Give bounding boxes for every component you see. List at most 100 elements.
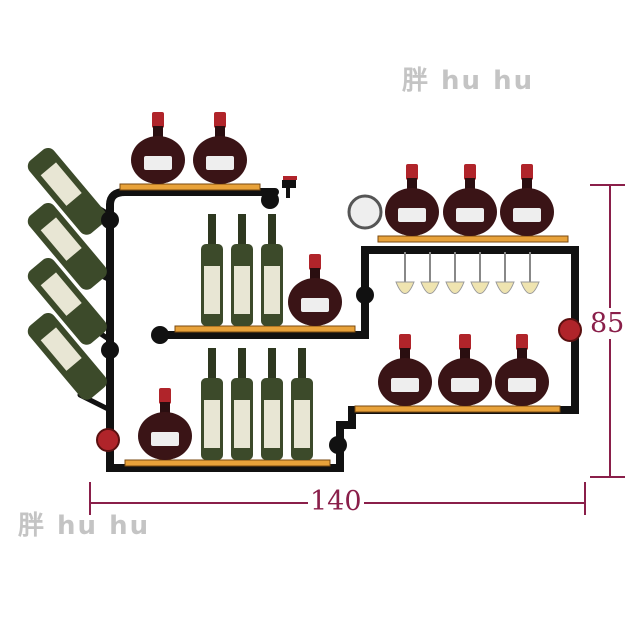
bottle-label	[234, 400, 250, 448]
bottle-neck	[268, 348, 276, 382]
pipe-joint	[151, 326, 169, 344]
bottle-cap	[464, 164, 476, 180]
jug-bottle	[443, 164, 497, 236]
bottle-neck	[522, 178, 532, 190]
wine-bottle	[201, 348, 223, 460]
bottle-label	[301, 298, 329, 312]
bottle-cap	[459, 334, 471, 350]
wine-bottle	[201, 214, 223, 326]
height-label: 85	[588, 308, 627, 339]
bottle-neck	[400, 348, 410, 360]
bottle-neck	[238, 214, 246, 248]
glass-bowl	[520, 281, 540, 294]
glass-bowl	[470, 281, 490, 294]
bottle-label	[264, 266, 280, 314]
pipe-joint	[101, 341, 119, 359]
jug-bottle	[500, 164, 554, 236]
wine-glass	[470, 252, 490, 294]
glass-bowl	[495, 281, 515, 294]
bottle-neck	[208, 214, 216, 248]
pressure-gauge-icon	[347, 194, 383, 230]
bottle-cap	[406, 164, 418, 180]
valve-icon	[558, 318, 582, 342]
shelf-bottom	[124, 459, 331, 467]
bottle-cap	[214, 112, 226, 128]
bottle-cap	[309, 254, 321, 270]
bottle-cap	[516, 334, 528, 350]
bottle-label	[451, 378, 479, 392]
wine-glass	[395, 252, 415, 294]
faucet-icon	[282, 180, 296, 198]
bottle-neck	[153, 126, 163, 138]
pipe-joint	[261, 191, 279, 209]
bottle-cap	[521, 164, 533, 180]
jug-bottle	[438, 334, 492, 406]
wine-bottle	[261, 348, 283, 460]
valve-icon	[96, 428, 120, 452]
shelf-right-upper	[377, 235, 569, 243]
side-bottle-label	[40, 272, 82, 316]
bottle-neck	[310, 268, 320, 280]
bottle-cap	[152, 112, 164, 128]
bottle-neck	[160, 402, 170, 414]
wine-bottle	[291, 348, 313, 460]
bottle-label	[144, 156, 172, 170]
side-bottle-label	[40, 327, 82, 371]
jug-bottle	[193, 112, 247, 184]
bottle-neck	[208, 348, 216, 382]
bottle-label	[513, 208, 541, 222]
bottle-label	[294, 400, 310, 448]
glass-bowl	[445, 281, 465, 294]
bottle-neck	[407, 178, 417, 190]
width-label: 140	[308, 486, 364, 517]
bottle-neck	[238, 348, 246, 382]
bottle-label	[456, 208, 484, 222]
side-bottle-label	[40, 217, 82, 261]
glass-bowl	[420, 281, 440, 294]
bottle-neck	[268, 214, 276, 248]
bottle-neck	[460, 348, 470, 360]
bottle-neck	[465, 178, 475, 190]
bottle-label	[204, 266, 220, 314]
watermark-bottom: 胖 hu hu	[18, 511, 151, 541]
pipe-joint	[101, 211, 119, 229]
jug-bottle	[378, 334, 432, 406]
bottle-neck	[298, 348, 306, 382]
bottle-label	[151, 432, 179, 446]
pipe-joint	[356, 286, 374, 304]
pipe-joint	[329, 436, 347, 454]
wine-bottle	[231, 348, 253, 460]
wine-glass	[445, 252, 465, 294]
bottle-neck	[517, 348, 527, 360]
shelf-top	[119, 183, 261, 191]
watermark-top: 胖 hu hu	[402, 66, 535, 96]
bottle-neck	[215, 126, 225, 138]
shelves	[119, 183, 569, 467]
wine-glass	[495, 252, 515, 294]
jug-bottle	[385, 164, 439, 236]
jug-bottle	[495, 334, 549, 406]
side-bottle-label	[40, 162, 82, 206]
bottle-cap	[399, 334, 411, 350]
jug-bottle	[131, 112, 185, 184]
top-pipe	[106, 188, 279, 209]
wine-glass	[520, 252, 540, 294]
shelf-right-lower	[354, 405, 561, 413]
bottle-label	[391, 378, 419, 392]
bottle-label	[508, 378, 536, 392]
bottle-label	[206, 156, 234, 170]
faucet-handle	[283, 176, 297, 180]
jug-bottle	[288, 254, 342, 326]
bottle-label	[234, 266, 250, 314]
wine-bottle	[231, 214, 253, 326]
glass-bowl	[395, 281, 415, 294]
wine-bottle	[261, 214, 283, 326]
bottle-label	[264, 400, 280, 448]
jug-bottle	[138, 388, 192, 460]
bottle-label	[204, 400, 220, 448]
wine-glass	[420, 252, 440, 294]
bottle-label	[398, 208, 426, 222]
bottle-cap	[159, 388, 171, 404]
